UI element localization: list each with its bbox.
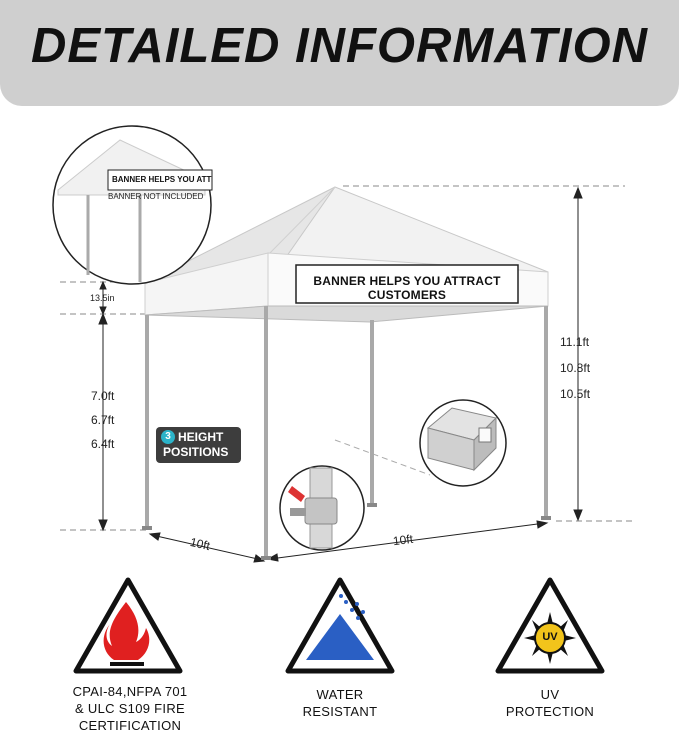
banner-text: BANNER HELPS YOU ATTRACT CUSTOMERS (313, 274, 501, 302)
tent-legs (145, 306, 548, 558)
uv-sun-icon (495, 577, 605, 674)
low-height-label-3: 6.4ft (91, 437, 115, 451)
dimension-arrows (98, 186, 583, 563)
height-badge-line1: HEIGHT (178, 430, 224, 444)
high-height-label-3: 10.5ft (560, 387, 591, 401)
valance-height-label: 13.5in (90, 293, 115, 303)
leg-joint-detail-circle (279, 465, 365, 551)
inset-banner-text: BANNER HELPS YOU ATTRACT CUS (112, 175, 212, 184)
height-badge-line2: POSITIONS (163, 445, 229, 459)
page-title: DETAILED INFORMATION (30, 19, 649, 73)
water-label-line1: WATER (316, 687, 364, 702)
high-height-label-2: 10.8ft (560, 361, 591, 375)
uv-label-line2: PROTECTION (505, 704, 595, 719)
leg-feet (142, 503, 551, 560)
banner (295, 264, 519, 304)
water-label-line2: RESISTANT (302, 704, 378, 719)
width-front-label: 10ft (392, 531, 414, 549)
fire-certification-label: CPAI-84,NFPA 701 & ULC S109 FIRE CERTIFI… (40, 683, 220, 734)
water-resistant-label: WATER RESISTANT (270, 686, 410, 720)
fire-label-line3: CERTIFICATION (78, 718, 182, 733)
header-band (0, 0, 679, 106)
square-tube-detail-circle (419, 399, 507, 487)
height-count-badge: 3 (161, 430, 175, 444)
uv-sun-text: UV (542, 631, 558, 643)
low-height-label-2: 6.7ft (91, 413, 115, 427)
water-icon (285, 577, 395, 674)
fire-label-line2: & ULC S109 FIRE (75, 701, 185, 716)
banner-inset-circle (52, 125, 213, 285)
banner-not-included-note: BANNER NOT INCLUDED (108, 192, 204, 201)
high-height-label-1: 11.1ft (560, 335, 590, 349)
fire-label-line1: CPAI-84,NFPA 701 (72, 684, 188, 699)
height-positions-badge: 3 HEIGHT POSITIONS (156, 427, 241, 463)
uv-protection-label: UV PROTECTION (480, 686, 620, 720)
fire-icon (73, 577, 183, 674)
low-height-label-1: 7.0ft (91, 389, 115, 403)
uv-label-line1: UV (540, 687, 560, 702)
